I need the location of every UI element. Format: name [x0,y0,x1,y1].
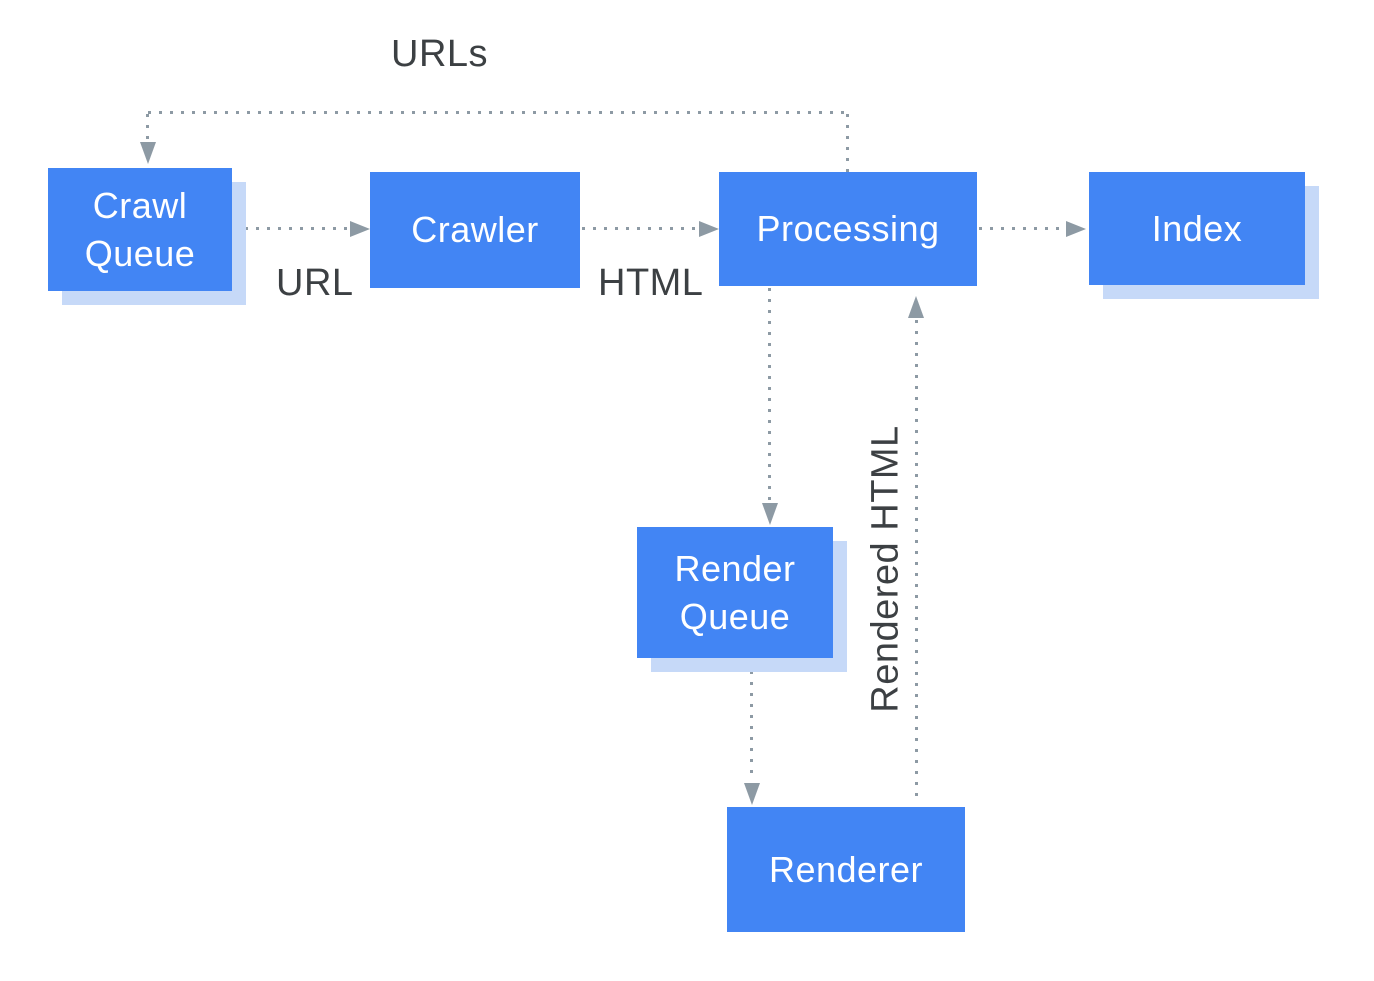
node-label: Processing [756,208,940,250]
node-crawl-queue: Crawl Queue [48,168,232,291]
node-renderer: Renderer [727,807,965,932]
node-processing: Processing [719,172,977,286]
node-label: Render Queue [674,547,796,637]
node-label: Index [1151,207,1243,249]
arrowhead-right-icon [350,221,370,237]
edge-label-urls: URLs [391,33,489,75]
edge-label-html: HTML [598,262,704,304]
edge-renderer-to-processing-line [915,320,918,803]
node-render-queue: Render Queue [637,527,833,658]
arrowhead-down-icon [762,503,778,525]
edge-renderqueue-to-renderer-line [750,660,753,781]
edge-label-url: URL [276,262,354,304]
arrowhead-down-icon [140,142,156,164]
arrowhead-down-icon [744,783,760,805]
node-label: Crawler [411,209,539,251]
edge-label-rendered-html: Rendered HTML [864,425,907,713]
arrowhead-right-icon [699,221,719,237]
node-crawler: Crawler [370,172,580,288]
edge-processing-to-crawlqueue-line-left [146,114,149,142]
edge-processing-to-renderqueue-line [768,288,771,501]
edge-processing-to-index-line [979,227,1066,230]
edge-crawlqueue-to-crawler-line [234,227,350,230]
node-label: Renderer [768,848,924,890]
edge-processing-to-crawlqueue-line-top [148,111,848,114]
edge-crawler-to-processing-line [582,227,699,230]
node-index: Index [1089,172,1305,285]
arrowhead-up-icon [908,296,924,318]
node-label: Crawl Queue [84,184,196,274]
arrowhead-right-icon [1066,221,1086,237]
edge-processing-to-crawlqueue-line-right [846,114,849,172]
